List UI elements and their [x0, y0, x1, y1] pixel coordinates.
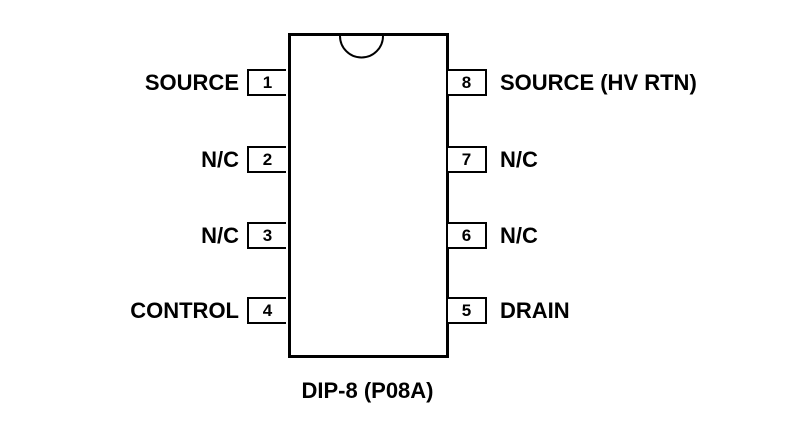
pin-8-box: 8	[448, 69, 487, 96]
pin-3-box: 3	[247, 222, 286, 249]
pin-7-label: N/C	[500, 147, 538, 172]
pin-4-label: CONTROL	[130, 298, 239, 323]
pin-2-box: 2	[247, 146, 286, 173]
pin-2-label: N/C	[201, 147, 239, 172]
pin-6-box: 6	[448, 222, 487, 249]
pin1-notch-icon	[339, 36, 384, 59]
pin-1-box: 1	[247, 69, 286, 96]
pin-8-label: SOURCE (HV RTN)	[500, 70, 697, 95]
pin-6-label: N/C	[500, 223, 538, 248]
pin-4-box: 4	[247, 297, 286, 324]
package-caption: DIP-8 (P08A)	[301, 378, 434, 403]
pin-1-label: SOURCE	[144, 70, 239, 95]
pin-7-box: 7	[448, 146, 487, 173]
pin-5-label: DRAIN	[500, 298, 570, 323]
pin-3-label: N/C	[201, 223, 239, 248]
pin-5-box: 5	[448, 297, 487, 324]
ic-package-body	[288, 33, 449, 358]
